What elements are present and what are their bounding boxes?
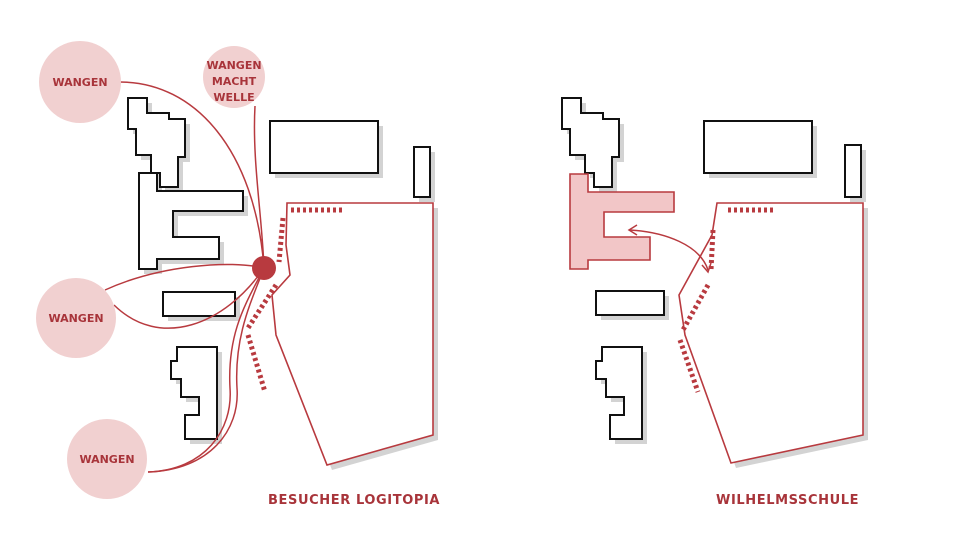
bubble-label-line-1: WANGEN [206, 59, 261, 72]
wilhelmsschule-building [569, 173, 675, 270]
main-site-outline-right [678, 202, 864, 464]
right-diagram: WILHELMSSCHULE [561, 97, 868, 508]
bubble-label-line-2: MACHT [212, 75, 257, 88]
building-outlines [127, 97, 431, 440]
bubble-wangen-macht-welle: WANGEN MACHT WELLE [203, 46, 265, 108]
building-south-cluster [170, 346, 218, 440]
left-diagram: WANGEN WANGEN MACHT WELLE WANGEN WANGEN … [36, 41, 440, 508]
route-bubble-2 [253, 105, 265, 269]
left-caption: BESUCHER LOGITOPIA [268, 493, 440, 508]
bubble-wangen-3: WANGEN [36, 278, 116, 358]
building-northeast-block-right [703, 120, 813, 174]
connection-arrow [627, 224, 712, 274]
route-bubble-3b [113, 267, 265, 329]
building-middle-bar [162, 291, 236, 317]
bubble-label: WANGEN [52, 76, 107, 89]
active-frontage [245, 207, 344, 393]
route-bubble-4b [147, 267, 265, 473]
building-middle-bar-right [595, 290, 665, 316]
bubble-wangen-1: WANGEN [39, 41, 121, 123]
bubble-label: WANGEN [79, 453, 134, 466]
bubble-wangen-4: WANGEN [67, 419, 147, 499]
bubble-label: WANGEN [48, 312, 103, 325]
route-bubble-1 [119, 81, 265, 269]
building-east-slim [413, 146, 431, 198]
building-east-slim-right [844, 144, 862, 198]
main-site-outline [271, 202, 434, 466]
route-bubble-4a [147, 267, 265, 473]
building-outlines-right [561, 97, 862, 440]
bubble-label-line-3: WELLE [213, 91, 254, 104]
visitor-routes [104, 81, 265, 473]
building-school-wing [138, 172, 244, 270]
right-caption: WILHELMSSCHULE [716, 493, 859, 508]
building-north-cluster-right [561, 97, 620, 188]
building-north-cluster [127, 97, 186, 188]
active-frontage-right [677, 207, 774, 393]
building-northeast-block [269, 120, 379, 174]
building-south-cluster-right [595, 346, 643, 440]
route-bubble-3a [104, 263, 265, 291]
hub-point [252, 256, 276, 280]
